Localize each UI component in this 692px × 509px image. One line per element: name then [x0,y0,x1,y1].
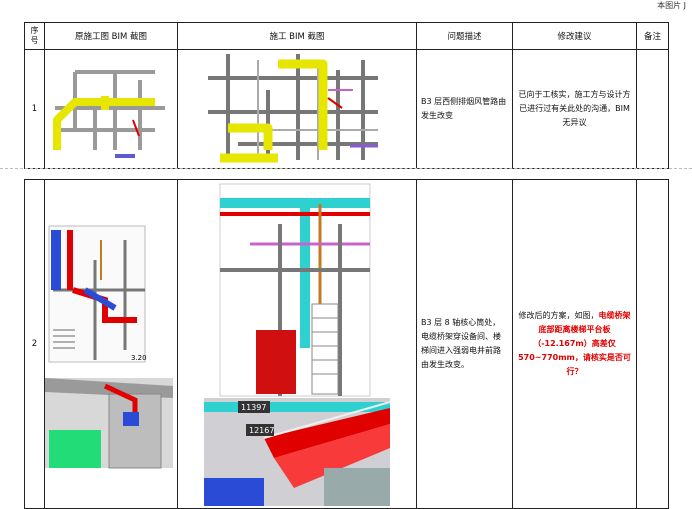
row1-desc: B3 层西侧排烟风管路由发生改变 [416,49,513,169]
page-break-line [0,168,692,169]
row-gap [25,169,669,180]
label-320: 3.20 [131,354,147,362]
header-cons: 施工 BIM 截图 [177,22,417,50]
label-12167: 12167 [249,426,274,435]
row1-orig-drawing [45,50,177,168]
row2-note [636,179,669,509]
row2-orig-drawing: 3.20 [45,180,177,508]
label-11397: 11397 [241,403,266,412]
row1-cons-drawing [178,50,416,168]
row2-sugg-prefix: 修改后的方案，如图， [518,311,599,320]
row1-orig-image [44,49,178,169]
header-desc: 问题描述 [416,22,513,50]
header-sugg: 修改建议 [512,22,637,50]
row2-desc: B3 层 8 轴核心筒处，电缆桥架穿设备间、楼梯间进入强弱电井前路由发生改变。 [416,179,513,509]
corner-note: 本图片 J [657,1,686,10]
row2-cons-image: 11397 12167 [177,179,417,509]
header-note: 备注 [636,22,669,50]
row2-sugg-highlight: 电缆桥架底部距离楼梯平台板（-12.167m）高差仅 570~770mm，请核实… [518,311,631,376]
row1-cons-image [177,49,417,169]
bim-issue-table: 序号 原施工图 BIM 截图 施工 BIM 截图 问题描述 修改建议 备注 1 [24,22,669,509]
row2-no: 2 [24,179,45,509]
row2-cons-drawing: 11397 12167 [178,180,416,508]
row1-note [636,49,669,169]
table-row: 2 3.20 [24,179,669,509]
table-row: 1 [24,49,669,169]
table-header: 序号 原施工图 BIM 截图 施工 BIM 截图 问题描述 修改建议 备注 [24,22,669,50]
row2-orig-image: 3.20 [44,179,178,509]
header-orig: 原施工图 BIM 截图 [44,22,178,50]
row1-no: 1 [24,49,45,169]
row2-sugg: 修改后的方案，如图，电缆桥架底部距离楼梯平台板（-12.167m）高差仅 570… [512,179,637,509]
row1-sugg: 已向于工核实，施工方与设计方已进行过有关此处的沟通，BIM 无异议 [512,49,637,169]
header-no: 序号 [24,22,45,50]
